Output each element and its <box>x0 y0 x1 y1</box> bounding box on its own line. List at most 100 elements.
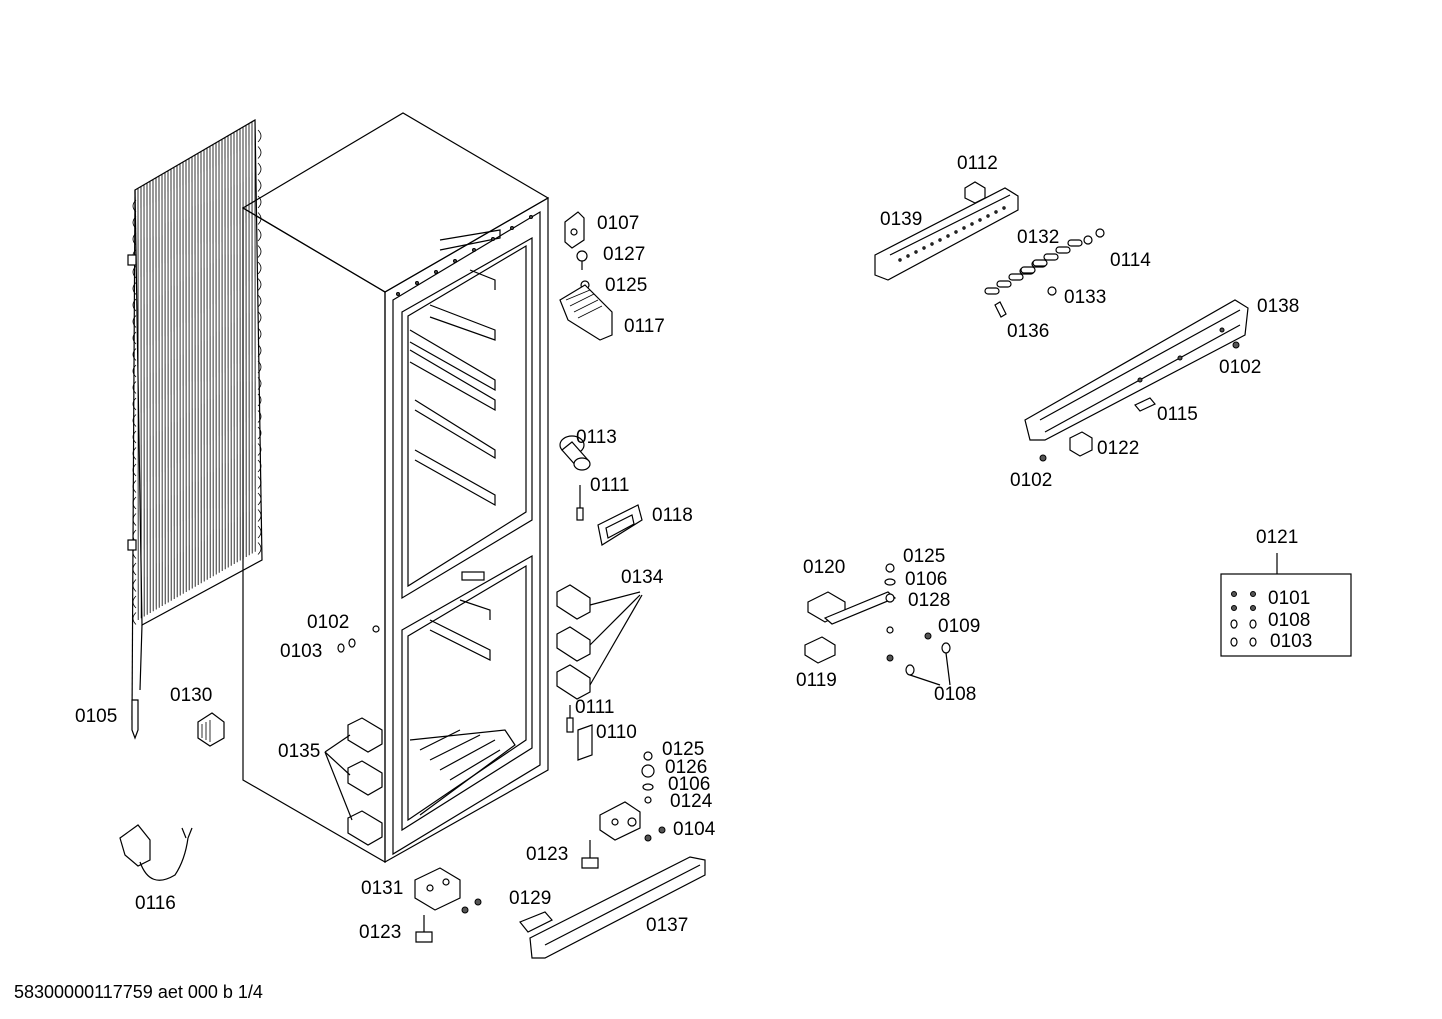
screws-0102-0103-left <box>337 625 380 653</box>
coil-bend <box>257 228 262 242</box>
label-0119: 0119 <box>796 670 837 691</box>
label-0134: 0134 <box>621 567 664 588</box>
panel-hole <box>922 246 926 250</box>
coil-bend <box>132 414 137 427</box>
frame-hole <box>529 215 533 219</box>
label-0103: 0103 <box>1270 631 1313 652</box>
label-0114: 0114 <box>1110 250 1151 271</box>
control-button <box>1032 259 1048 267</box>
panel-hole <box>954 230 958 234</box>
label-0121: 0121 <box>1256 527 1299 548</box>
panel-hole <box>978 218 982 222</box>
label-0123: 0123 <box>359 922 402 943</box>
coil-bend <box>257 146 262 159</box>
coil-bend <box>257 360 262 374</box>
part-0115 <box>1134 397 1156 412</box>
label-0135: 0135 <box>278 741 321 762</box>
coil-bend <box>257 542 262 555</box>
coil-bend <box>257 476 262 489</box>
frame-hole <box>491 237 495 241</box>
panel-hole <box>994 210 998 214</box>
label-0107: 0107 <box>597 213 640 234</box>
coil-bend <box>257 410 262 423</box>
frame-hole <box>434 270 438 274</box>
label-0110: 0110 <box>596 722 637 743</box>
frame-hole <box>396 292 400 296</box>
door-hinge-0120 <box>807 563 897 634</box>
coil-bend <box>257 278 262 291</box>
cap-0129 <box>519 911 553 933</box>
switch-0118 <box>597 504 643 546</box>
label-0101: 0101 <box>1268 588 1311 609</box>
plinth-0137 <box>529 856 706 959</box>
part-0133 <box>1047 286 1057 296</box>
coil-bend <box>257 344 262 357</box>
label-0136: 0136 <box>1007 321 1050 342</box>
control-button <box>996 280 1012 288</box>
label-0126: 0126 <box>665 757 708 778</box>
label-0139: 0139 <box>880 209 923 230</box>
hinge-bracket-0107 <box>564 211 585 249</box>
control-unit-0139 <box>874 187 1019 281</box>
buttons-0132 <box>984 239 1083 295</box>
label-0103: 0103 <box>280 641 323 662</box>
coil-bend <box>132 381 137 394</box>
panel-hole <box>938 238 942 242</box>
label-0125: 0125 <box>662 739 705 760</box>
coil-bend <box>132 315 137 328</box>
label-0137: 0137 <box>646 915 689 936</box>
panel-hole <box>970 222 974 226</box>
shelf-supports-0134 <box>556 584 643 700</box>
panel-hole <box>1002 206 1006 210</box>
label-0106: 0106 <box>668 774 711 795</box>
control-button <box>1020 266 1036 274</box>
coil-bend <box>257 443 262 456</box>
coil-bend <box>257 509 262 522</box>
frame-hole <box>415 281 419 285</box>
pin-0111-lower <box>566 705 574 733</box>
panel-hole <box>914 250 918 254</box>
label-0124: 0124 <box>670 791 713 812</box>
panel-hole <box>906 254 910 258</box>
label-0117: 0117 <box>624 316 665 337</box>
coil-bend <box>132 612 137 625</box>
frame-hole <box>472 248 476 252</box>
coil-bend <box>257 195 262 209</box>
label-0120: 0120 <box>803 557 846 578</box>
coil-bend <box>132 364 137 378</box>
pin-0111-upper <box>576 485 584 521</box>
frame-hole <box>453 259 457 263</box>
label-0129: 0129 <box>509 888 552 909</box>
label-0123: 0123 <box>526 844 569 865</box>
coil-bend <box>257 492 262 506</box>
coil-bend <box>132 397 137 411</box>
hinge-hardware-lower <box>599 751 666 842</box>
seal-0110 <box>577 724 593 761</box>
adjustable-foot-0123-lower <box>415 915 433 943</box>
part-0122 <box>1069 431 1093 457</box>
label-0130: 0130 <box>170 685 213 706</box>
label-0125: 0125 <box>605 275 648 296</box>
coil-bend <box>132 331 137 345</box>
refrigerator-cabinet <box>241 112 550 864</box>
coil-bend <box>257 162 262 176</box>
power-cord-0116 <box>119 824 193 881</box>
coil-bend <box>257 525 262 539</box>
control-button <box>1043 253 1059 261</box>
label-0116: 0116 <box>135 893 176 914</box>
screws-0102-right <box>1039 341 1240 462</box>
panel-hole <box>986 214 990 218</box>
label-0132: 0132 <box>1017 227 1060 248</box>
label-0118: 0118 <box>652 505 693 526</box>
lower-hinge-0131 <box>414 867 482 914</box>
label-0133: 0133 <box>1064 287 1107 308</box>
screws-0109-0108 <box>886 632 951 686</box>
coil-bend <box>257 426 262 440</box>
panel-hole <box>946 234 950 238</box>
handle-0138 <box>1024 299 1249 441</box>
coil-bend <box>132 282 137 295</box>
label-0102: 0102 <box>1010 470 1053 491</box>
coil-bend <box>132 298 137 312</box>
coil-bend <box>132 348 137 361</box>
